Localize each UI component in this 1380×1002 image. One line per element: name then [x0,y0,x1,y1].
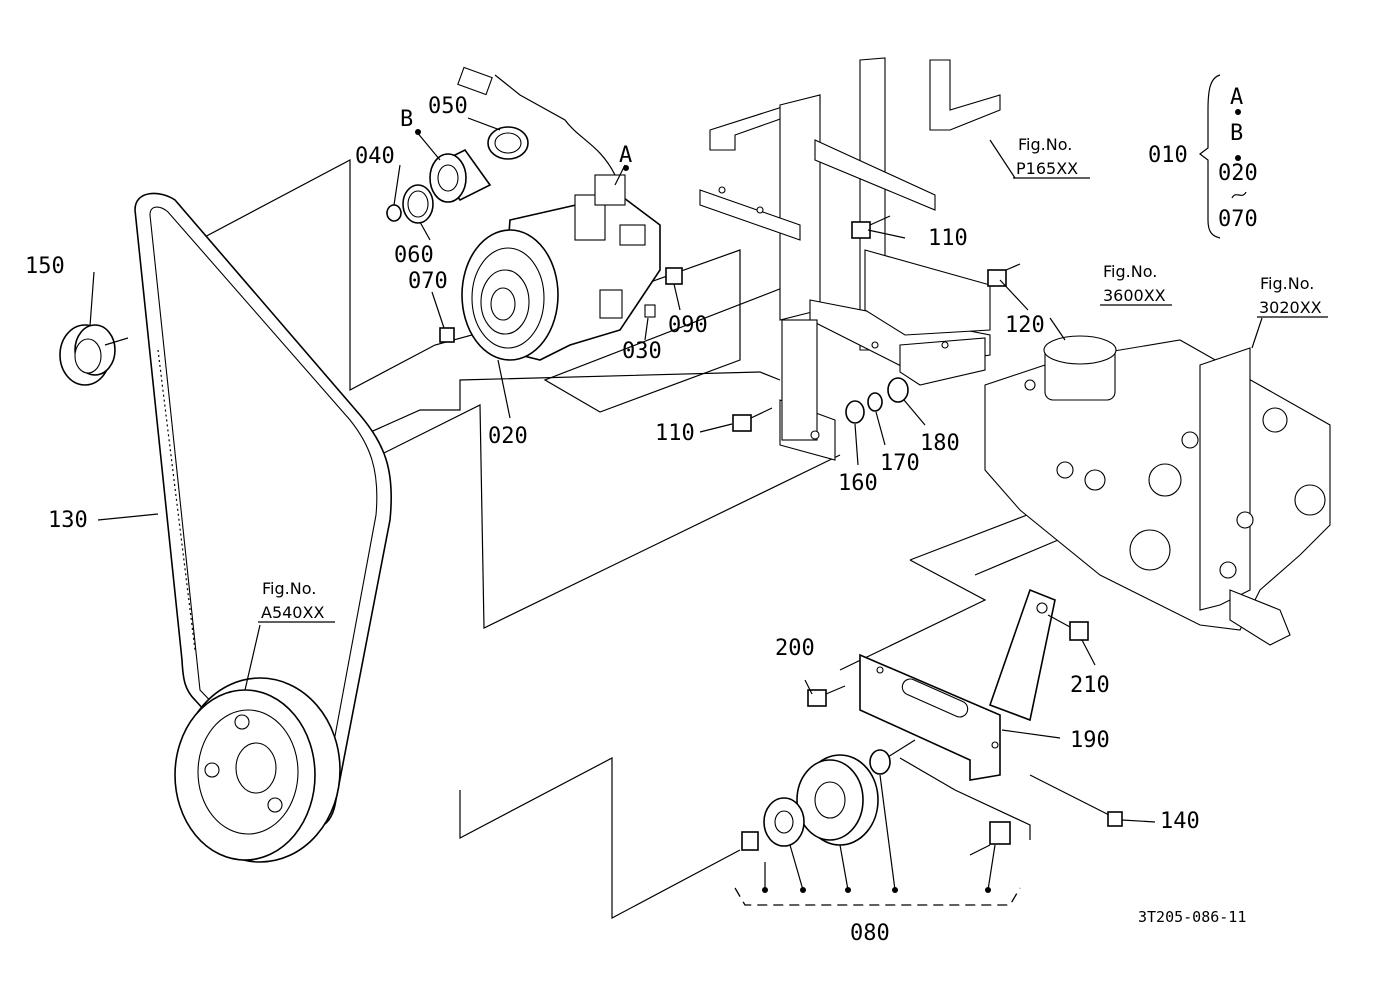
compressor [457,66,661,361]
part-label-070: 070 [408,269,448,294]
part-label-200: 200 [775,636,815,661]
part-label-130: 130 [48,508,88,533]
key-bracket [1199,74,1221,239]
key-b: B [1230,121,1243,146]
part-label-190: 190 [1070,728,1110,753]
part-label-110-upper: 110 [928,226,968,251]
figref-a540-title: Fig.No. [262,579,316,598]
part-label-040: 040 [355,144,395,169]
part-label-050: 050 [428,94,468,119]
part-label-180: 180 [920,431,960,456]
part-label-170: 170 [880,451,920,476]
bolts-washers [732,215,1123,827]
figref-a540-code: A540XX [261,603,324,622]
part-label-080: 080 [850,921,890,946]
assembly-key: A B 020 070 [1218,85,1258,232]
figref-3020-code: 3020XX [1259,298,1322,317]
figref-3600-code: 3600XX [1103,286,1166,305]
key-tilde [1231,191,1247,199]
part-label-160: 160 [838,471,878,496]
engine-block [984,335,1331,646]
part-label-010: 010 [1148,143,1188,168]
figref-p165-code: P165XX [1016,159,1078,178]
marker-a: A [619,143,632,168]
figure-references: Fig.No. P165XX Fig.No. 3600XX Fig.No. 30… [261,135,1322,622]
bracket-080 [734,887,1021,906]
tension-bracket [859,588,1056,781]
figref-p165-title: Fig.No. [1018,135,1072,154]
part-label-140: 140 [1160,809,1200,834]
part-label-210: 210 [1070,673,1110,698]
part-label-110-lower: 110 [655,421,695,446]
part-label-020: 020 [488,424,528,449]
crank-pulley [174,677,341,863]
assembly-markers: B A [400,107,632,168]
part-label-120: 120 [1005,313,1045,338]
part-label-150: 150 [25,254,65,279]
figref-3020-title: Fig.No. [1260,274,1314,293]
compressor-small-parts [386,126,683,343]
part-labels: 040 050 060 070 020 030 090 110 120 110 … [25,94,1200,946]
part-label-060: 060 [394,243,434,268]
marker-b: B [400,107,413,132]
key-to: 070 [1218,207,1258,232]
idler-pulley-150 [59,324,129,386]
tension-pulley-assembly [741,749,1011,856]
part-label-030: 030 [622,339,662,364]
key-from: 020 [1218,161,1258,186]
v-belt [134,192,393,829]
key-a: A [1230,85,1243,110]
leader-lines [89,117,1263,823]
frame-bracket [699,57,1001,461]
figref-3600-title: Fig.No. [1103,262,1157,281]
drawing-code: 3T205-086-11 [1138,908,1246,926]
part-label-090: 090 [668,313,708,338]
